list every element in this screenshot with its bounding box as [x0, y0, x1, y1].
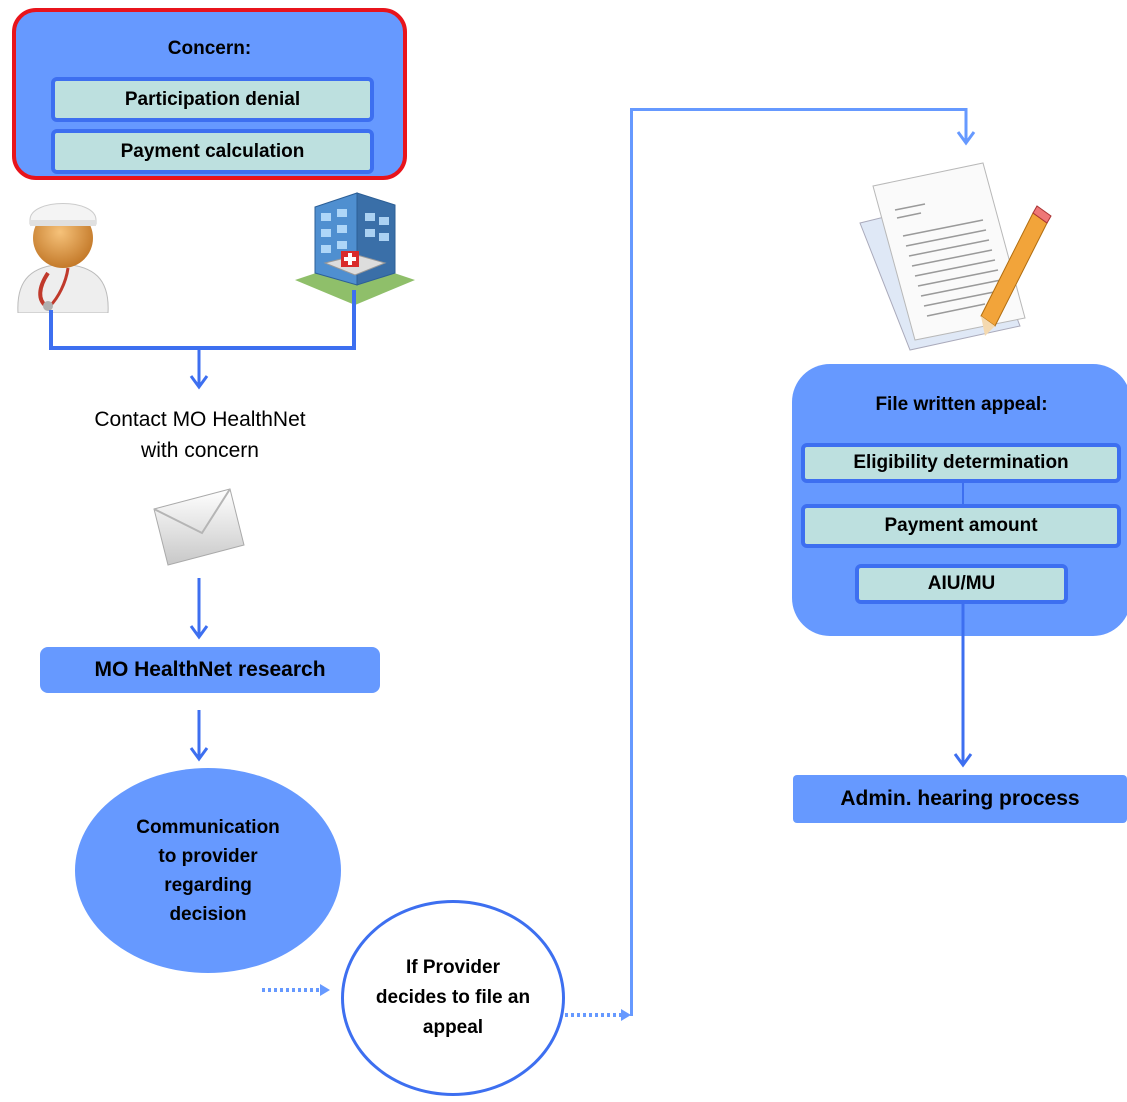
- concern-title: Concern:: [167, 38, 252, 59]
- research-box: MO HealthNet research: [40, 647, 380, 693]
- arrow-down-4: [956, 108, 976, 146]
- contact-text-line-2: with concern: [141, 439, 259, 462]
- merge-connector: [49, 346, 356, 350]
- concern-item-payment-calculation: Payment calculation: [51, 129, 374, 174]
- arrow-down-1: [189, 348, 209, 390]
- written-appeal-box: File written appeal: Eligibility determi…: [792, 364, 1127, 636]
- appeal-item-payment-amount: Payment amount: [801, 504, 1121, 548]
- appeal-decision-circle: If Provider decides to file an appeal: [341, 900, 565, 1096]
- communication-line-2: to provider: [158, 845, 258, 867]
- hospital-icon: [285, 185, 420, 310]
- concern-box: Concern: Participation denial Payment ca…: [12, 8, 407, 180]
- dotted-arrow-2: [565, 1009, 631, 1021]
- contact-text: Contact MO HealthNet with concern: [50, 404, 350, 466]
- hearing-box: Admin. hearing process: [793, 775, 1127, 823]
- communication-text: Communication to provider regarding deci…: [136, 813, 280, 929]
- appeal-decision-line-3: appeal: [422, 1017, 484, 1038]
- communication-line-1: Communication: [136, 816, 280, 838]
- appeal-decision-text: If Provider decides to file an appeal: [376, 953, 530, 1043]
- contact-text-line-1: Contact MO HealthNet: [94, 408, 306, 431]
- dotted-arrow-1: [262, 984, 330, 996]
- communication-line-4: decision: [169, 903, 247, 925]
- communication-line-3: regarding: [164, 874, 252, 896]
- appeal-decision-line-1: If Provider: [406, 957, 500, 978]
- communication-circle: Communication to provider regarding deci…: [75, 768, 341, 973]
- horizontal-route-line: [630, 108, 966, 111]
- arrow-down-3: [189, 710, 209, 762]
- arrow-down-2: [189, 578, 209, 640]
- envelope-icon: [150, 487, 248, 567]
- doctor-icon: [8, 188, 118, 314]
- hospital-connector: [352, 290, 356, 350]
- document-pencil-icon: [855, 158, 1055, 353]
- vertical-route-line: [630, 108, 633, 1016]
- appeal-decision-line-2: decides to file an: [375, 987, 531, 1008]
- appeal-item-connector-1: [962, 483, 964, 505]
- appeal-item-eligibility: Eligibility determination: [801, 443, 1121, 483]
- doctor-connector: [49, 310, 53, 350]
- concern-item-participation-denial: Participation denial: [51, 77, 374, 122]
- written-appeal-title: File written appeal:: [875, 394, 1048, 415]
- appeal-item-aiu-mu: AIU/MU: [855, 564, 1068, 604]
- arrow-down-5: [953, 600, 973, 768]
